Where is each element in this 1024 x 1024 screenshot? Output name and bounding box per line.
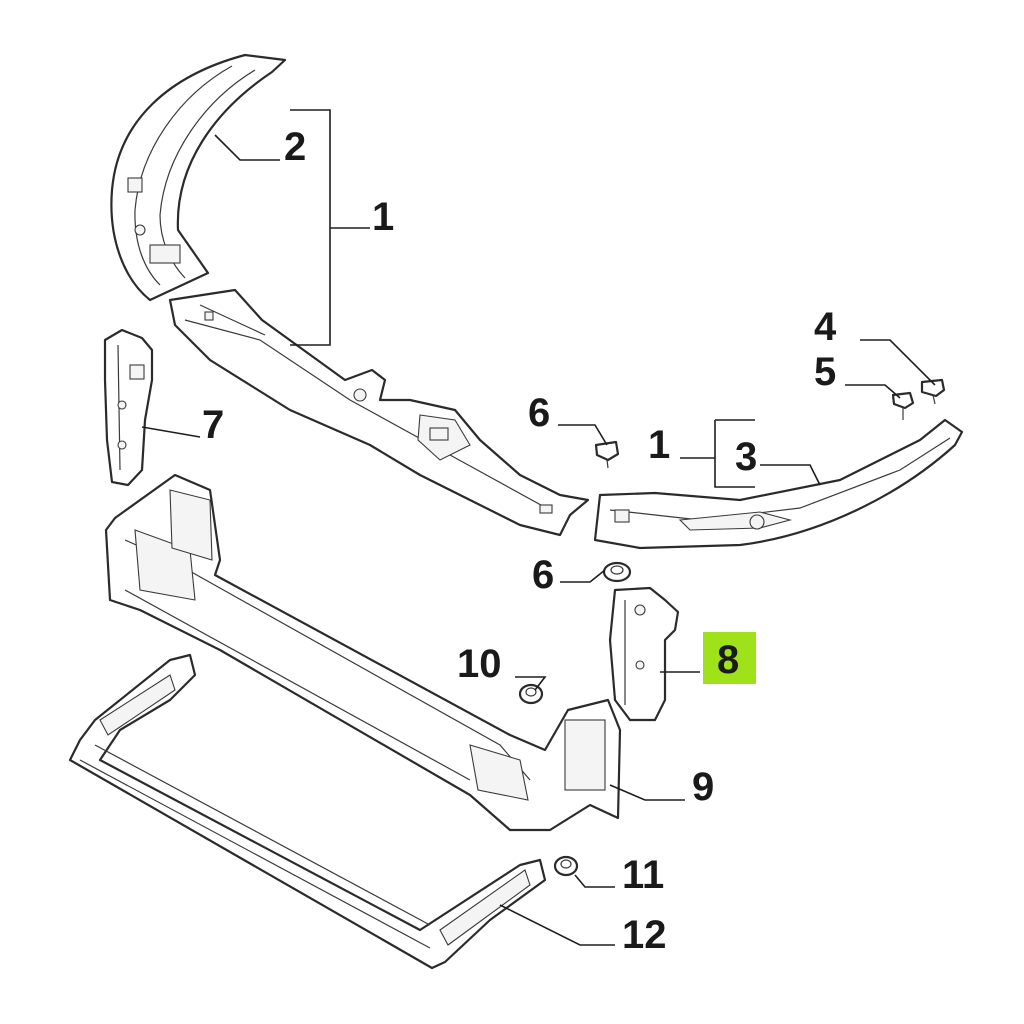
- part-8-right-bracket: [608, 586, 680, 722]
- callout-label: 8: [717, 638, 739, 682]
- part-7-left-bracket: [103, 328, 154, 487]
- part-6-mid-clip: [602, 561, 632, 583]
- callout-label: 4: [814, 305, 837, 349]
- callout-label: 1: [648, 423, 670, 467]
- part-5-screw: [891, 391, 915, 420]
- callout-label: 9: [692, 765, 714, 809]
- part-10-nut: [518, 683, 544, 705]
- callout-label: 10: [457, 642, 502, 686]
- callout-label: 5: [814, 350, 836, 394]
- part-4-clip: [920, 378, 946, 405]
- callout-label: 6: [532, 553, 554, 597]
- part-9-bumper-crossbeam: [104, 473, 622, 832]
- part-6-top-clip: [594, 440, 620, 469]
- leader-lines: [141, 109, 936, 946]
- callout-label: 1: [372, 195, 394, 239]
- callout-8-highlight: [703, 632, 756, 684]
- callout-label: 11: [622, 853, 664, 897]
- part-11-nut: [553, 855, 579, 877]
- callout-label: 7: [202, 403, 224, 447]
- callout-label: 6: [528, 391, 550, 435]
- part-1-central-crossmember: [168, 288, 590, 537]
- callout-label: 2: [284, 125, 306, 169]
- callout-label: 12: [622, 913, 667, 957]
- part-3-right-curved-rail: [593, 418, 964, 550]
- part-12-lower-absorber: [68, 653, 547, 970]
- callout-label: 3: [735, 435, 757, 479]
- part-2-left-curved-rail: [110, 53, 287, 302]
